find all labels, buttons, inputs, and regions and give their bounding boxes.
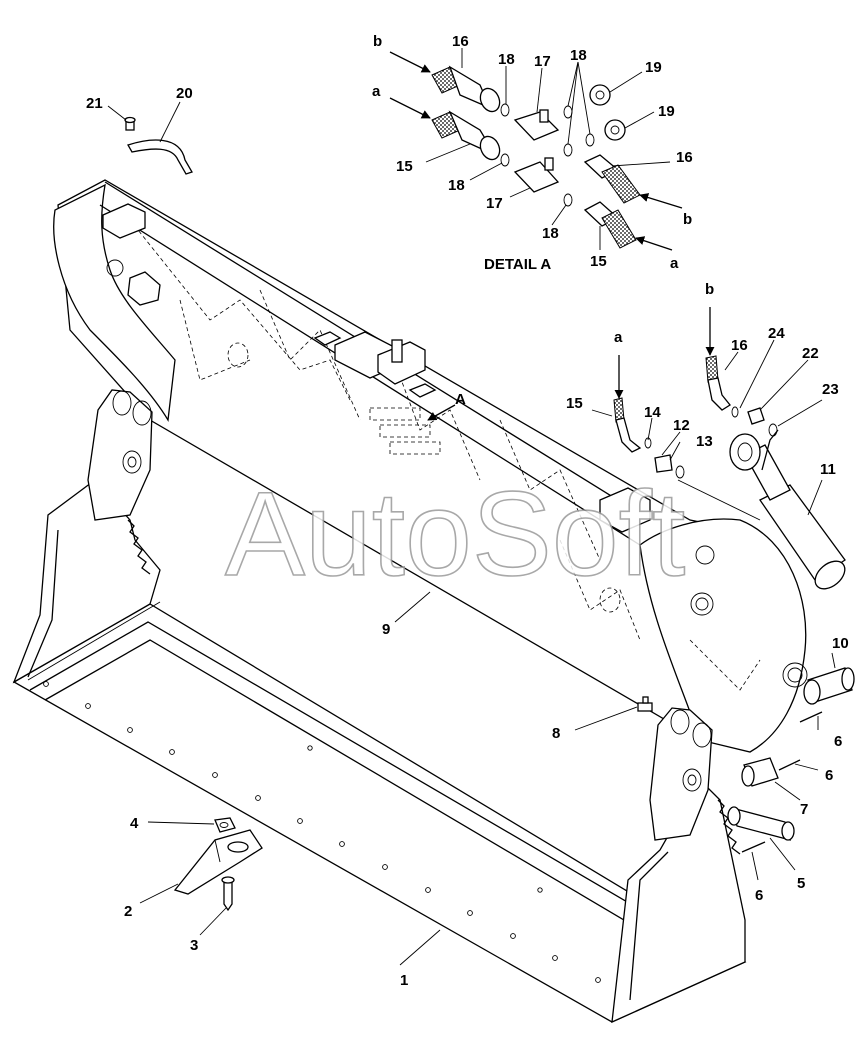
callout-9: 9	[382, 621, 390, 638]
blade-bolt-holes	[43, 637, 601, 983]
callout-16-upper: 16	[452, 33, 469, 50]
callout-numbers: 1 2 3 4 5 6 6 6 7 8 9 10 11 12 13 14 15 …	[86, 33, 849, 989]
grease-fitting	[637, 696, 653, 712]
right-mount-bracket	[649, 707, 713, 841]
callout-11: 11	[820, 461, 836, 478]
callout-15-left: 15	[396, 158, 413, 175]
callout-13: 13	[696, 433, 713, 450]
flow-letter-a-3: a	[614, 329, 623, 346]
callout-4: 4	[130, 815, 139, 832]
bucket-tooth	[173, 829, 263, 895]
flow-letter-a-2: a	[670, 255, 679, 272]
callout-18-a: 18	[498, 51, 515, 68]
callout-24: 24	[768, 325, 785, 342]
tooth-bolt	[221, 876, 235, 912]
callout-16-lower: 16	[731, 337, 748, 354]
detail-a-fittings	[431, 65, 641, 249]
flow-letter-a-1: a	[372, 83, 381, 100]
callout-18-b: 18	[570, 47, 587, 64]
flow-letter-b-3: b	[705, 281, 714, 298]
hydraulic-cylinder	[677, 429, 846, 590]
callout-5: 5	[797, 875, 805, 892]
callout-18-c: 18	[448, 177, 465, 194]
callout-2: 2	[124, 903, 132, 920]
callout-15-lower: 15	[566, 395, 583, 412]
top-mount-blocks	[102, 203, 651, 533]
flow-letter-b-2: b	[683, 211, 692, 228]
callout-16-right: 16	[676, 149, 693, 166]
callout-17-upper: 17	[534, 53, 551, 70]
callout-6-lower: 6	[755, 887, 763, 904]
callout-22: 22	[802, 345, 819, 362]
callout-12: 12	[673, 417, 690, 434]
callout-view-a: A	[455, 391, 466, 408]
callout-15-right: 15	[590, 253, 607, 270]
callout-23: 23	[822, 381, 839, 398]
leader-lines	[107, 48, 836, 966]
flow-arrows	[389, 51, 715, 421]
left-mount-bracket	[87, 389, 153, 521]
pivot-pin	[803, 667, 855, 705]
callout-8: 8	[552, 725, 560, 742]
callout-6-middle: 6	[825, 767, 833, 784]
clip-bolt	[124, 116, 136, 131]
callout-10: 10	[832, 635, 849, 652]
flow-letter-b-1: b	[373, 33, 382, 50]
callout-7: 7	[800, 801, 808, 818]
callout-19-lower: 19	[658, 103, 675, 120]
callout-18-d: 18	[542, 225, 559, 242]
watermark-text: AutoSoft	[225, 467, 685, 601]
hidden-fittings	[369, 407, 441, 455]
callout-1: 1	[400, 972, 408, 989]
bucket-body	[12, 179, 808, 1024]
callout-3: 3	[190, 937, 198, 954]
callout-19-upper: 19	[645, 59, 662, 76]
hidden-structure	[129, 219, 761, 691]
cotter-pins	[741, 711, 823, 853]
spring-clip	[127, 139, 193, 175]
callout-6-upper: 6	[834, 733, 842, 750]
callout-21: 21	[86, 95, 103, 112]
callout-17-lower: 17	[486, 195, 503, 212]
callout-14: 14	[644, 404, 661, 421]
flow-letters: a a a b b b	[372, 33, 714, 346]
callout-20: 20	[176, 85, 193, 102]
detail-a-label: DETAIL A	[484, 256, 551, 273]
tooth-nut	[214, 817, 236, 833]
hose-fittings	[613, 355, 778, 479]
pins	[727, 757, 795, 841]
